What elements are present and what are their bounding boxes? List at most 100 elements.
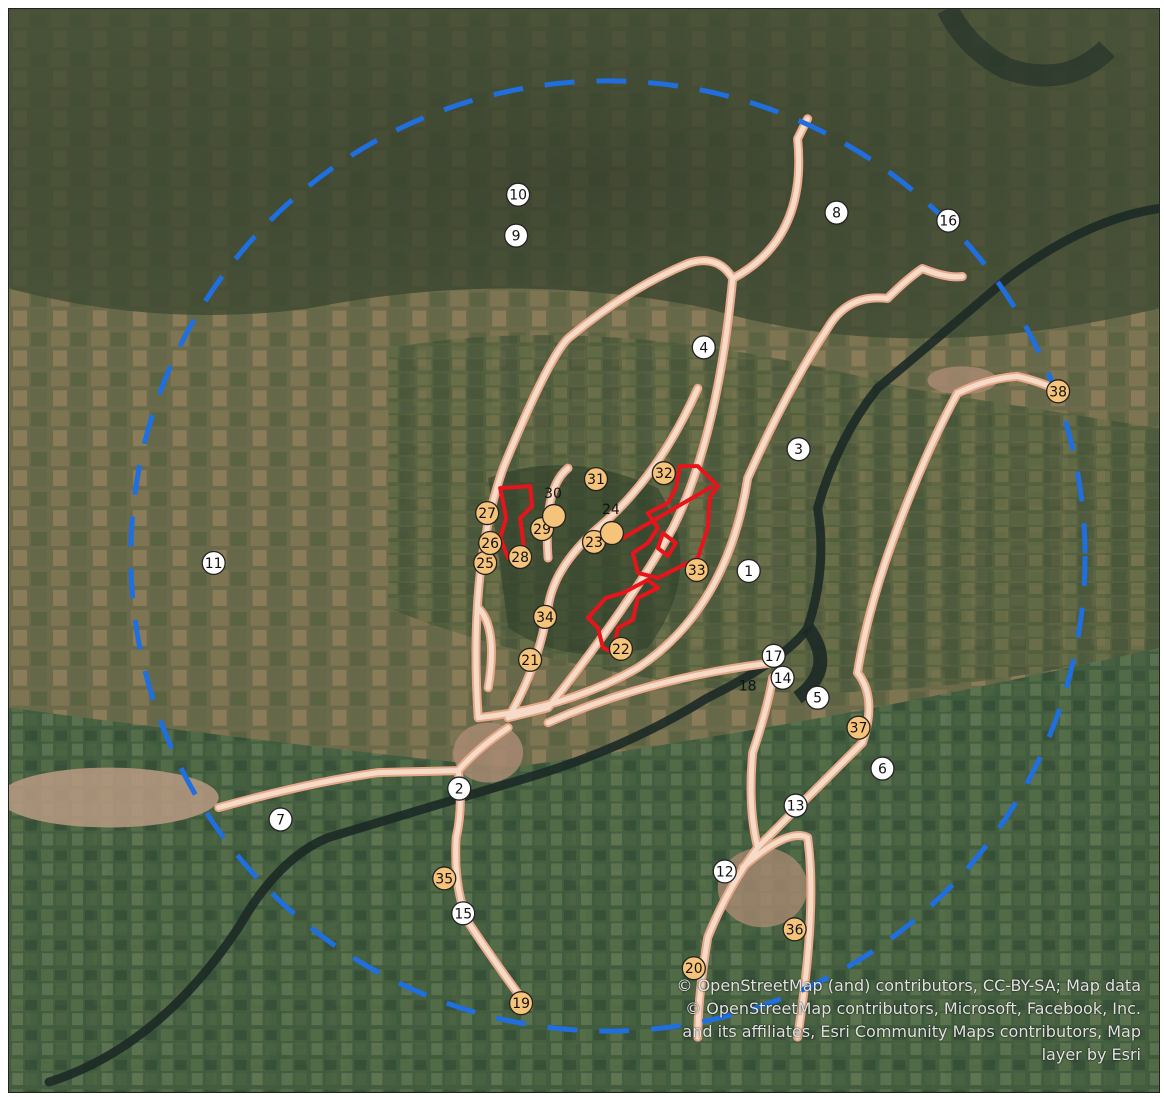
marker-label: 19 <box>512 996 530 1012</box>
attribution-line-2: © OpenStreetMap contributors, Microsoft,… <box>685 999 1141 1018</box>
marker-label: 16 <box>939 214 957 230</box>
map-marker-4[interactable]: 4 <box>691 335 716 360</box>
marker-circle <box>517 647 543 672</box>
map-marker-12[interactable]: 12 <box>712 859 737 884</box>
map-marker-9[interactable]: 9 <box>503 223 529 248</box>
marker-label: 33 <box>688 563 706 579</box>
map-marker-22[interactable]: 22 <box>608 636 634 661</box>
map-marker-7[interactable]: 7 <box>268 807 293 832</box>
town-center <box>453 722 524 783</box>
marker-label: 25 <box>476 556 494 572</box>
map-marker-20[interactable]: 20 <box>681 956 706 981</box>
marker-circle <box>451 901 476 926</box>
marker-label: 2 <box>455 782 464 798</box>
satellite-map[interactable]: 1234567891011121314151617192021222325262… <box>9 9 1159 1092</box>
marker-circle <box>583 467 609 492</box>
marker-label: 21 <box>521 653 539 669</box>
map-marker-34[interactable]: 34 <box>532 604 558 630</box>
marker-label: 37 <box>850 721 868 737</box>
marker-label: 13 <box>787 799 805 815</box>
marker-circle <box>432 866 457 891</box>
map-marker-8[interactable]: 8 <box>824 200 849 225</box>
map-marker-31[interactable]: 31 <box>583 467 609 492</box>
map-marker-17[interactable]: 17 <box>761 643 786 668</box>
marker-circle <box>684 557 709 583</box>
marker-circle <box>475 500 500 526</box>
marker-label: 34 <box>536 610 554 626</box>
map-marker-38[interactable]: 38 <box>1045 379 1071 404</box>
marker-label: 15 <box>454 906 472 922</box>
map-marker-15[interactable]: 15 <box>451 901 476 926</box>
map-marker-21[interactable]: 21 <box>517 647 543 672</box>
map-marker-1[interactable]: 1 <box>736 558 761 584</box>
marker-circle <box>507 544 533 570</box>
marker-label: 11 <box>205 556 223 572</box>
marker-label: 8 <box>832 206 841 222</box>
marker-label: 26 <box>481 536 499 552</box>
marker-label: 1 <box>744 564 753 580</box>
map-marker-10[interactable]: 10 <box>505 182 531 207</box>
map-marker-33[interactable]: 33 <box>684 557 709 583</box>
marker-circle <box>532 604 558 630</box>
attribution-line-1: © OpenStreetMap (and) contributors, CC-B… <box>676 976 1142 995</box>
map-marker-25[interactable]: 25 <box>473 550 498 576</box>
marker-circle <box>936 208 961 233</box>
map-marker-13[interactable]: 13 <box>783 793 808 818</box>
marker-circle <box>691 335 716 360</box>
dark-grove <box>488 465 681 655</box>
marker-circle <box>712 859 737 884</box>
marker-label: 23 <box>585 535 603 551</box>
map-marker-30[interactable]: 30 <box>541 486 567 529</box>
reservoir-north <box>937 9 1115 87</box>
map-marker-3[interactable]: 3 <box>786 437 811 462</box>
map-marker-32[interactable]: 32 <box>651 461 676 486</box>
marker-label: 32 <box>655 466 673 482</box>
map-marker-35[interactable]: 35 <box>432 866 457 891</box>
marker-circle <box>805 685 830 710</box>
point-markers: 1234567891011121314151617192021222325262… <box>201 182 1071 1016</box>
map-marker-5[interactable]: 5 <box>805 685 830 710</box>
marker-circle <box>447 776 472 801</box>
marker-circle <box>783 793 808 818</box>
attribution-line-3: and its affiliates, Esri Community Maps … <box>682 1022 1141 1041</box>
attribution-line-4: layer by Esri <box>1041 1045 1141 1064</box>
map-marker-26[interactable]: 26 <box>478 530 503 556</box>
map-marker-19[interactable]: 19 <box>508 991 534 1016</box>
marker-circle <box>599 520 625 546</box>
marker-label: 28 <box>511 550 529 566</box>
map-marker-11[interactable]: 11 <box>201 550 226 576</box>
marker-circle <box>761 643 786 668</box>
marker-circle <box>201 550 226 576</box>
marker-label: 29 <box>533 522 551 538</box>
map-marker-16[interactable]: 16 <box>936 208 961 233</box>
marker-label: 17 <box>765 649 783 665</box>
marker-label: 20 <box>685 961 703 977</box>
marker-circle <box>782 917 807 942</box>
map-marker-14[interactable]: 14 <box>770 665 795 690</box>
map-marker-27[interactable]: 27 <box>475 500 500 526</box>
map-marker-18[interactable]: 18 <box>739 679 757 695</box>
marker-label: 36 <box>786 922 804 938</box>
map-marker-24[interactable]: 24 <box>599 502 625 546</box>
study-area-boundary <box>128 78 1088 1034</box>
marker-label: 38 <box>1049 384 1067 400</box>
marker-circle <box>870 756 895 781</box>
river-pool <box>793 623 828 704</box>
map-marker-36[interactable]: 36 <box>782 917 807 942</box>
forest-north <box>9 9 1159 339</box>
map-marker-28[interactable]: 28 <box>507 544 533 570</box>
marker-label: 31 <box>587 472 605 488</box>
marker-label: 9 <box>512 229 521 245</box>
map-marker-37[interactable]: 37 <box>846 715 871 740</box>
marker-circle <box>824 200 849 225</box>
marker-circle <box>541 503 567 529</box>
marker-label: 35 <box>435 871 453 887</box>
marker-circle <box>786 437 811 462</box>
map-marker-2[interactable]: 2 <box>447 776 472 801</box>
marker-circle <box>681 956 706 981</box>
marker-circle <box>503 223 529 248</box>
fields-south <box>9 647 1159 1092</box>
marker-circle <box>1045 379 1071 404</box>
map-marker-6[interactable]: 6 <box>870 756 895 781</box>
